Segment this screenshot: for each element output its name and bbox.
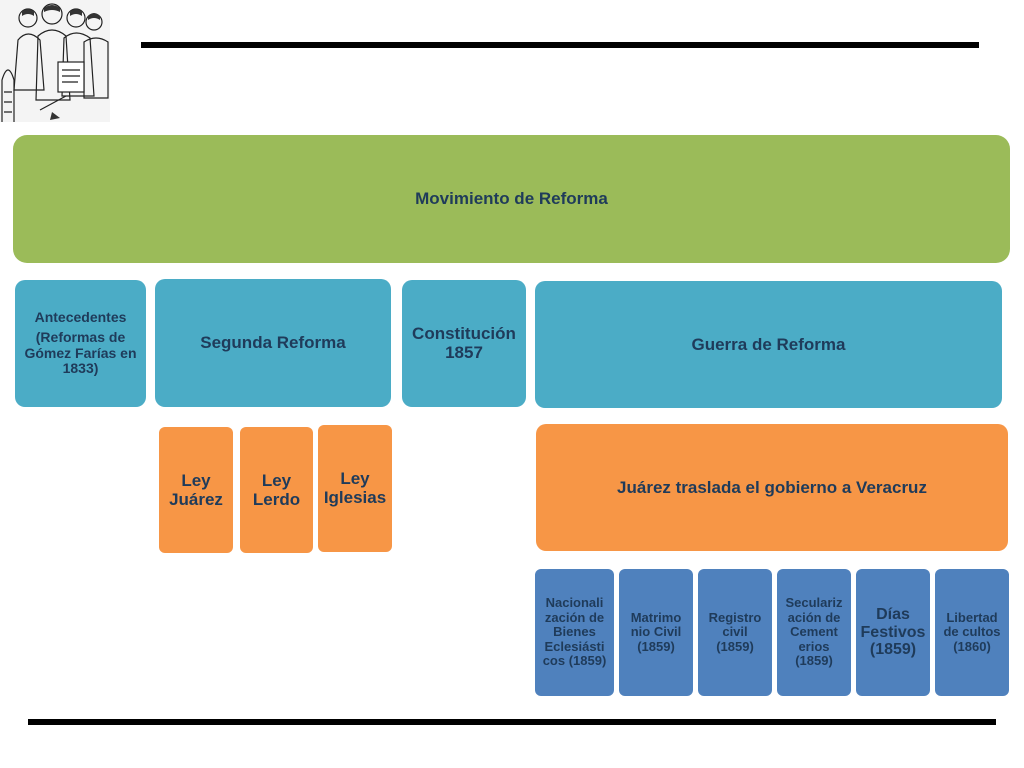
segunda-reforma-node: Segunda Reforma (155, 279, 391, 407)
ley-iglesias-label: Ley Iglesias (323, 469, 387, 508)
guerra-label: Guerra de Reforma (691, 335, 846, 354)
antecedentes-detail: (Reformas de Gómez Farías en 1833) (24, 328, 137, 377)
ley-juarez-label: Ley Juárez (169, 471, 223, 510)
root-label: Movimiento de Reforma (415, 189, 608, 209)
root-node: Movimiento de Reforma (13, 135, 1010, 263)
veracruz-label: Juárez traslada el gobierno a Veracruz (617, 477, 927, 497)
segunda-reforma-label: Segunda Reforma (200, 333, 346, 352)
ley-libertad-cultos-label: Libertad de cultos (1860) (943, 609, 1001, 654)
guerra-node: Guerra de Reforma (535, 281, 1002, 408)
top-rule (141, 42, 979, 48)
constitucion-label: Constitución 1857 (412, 324, 516, 363)
ley-lerdo-node: Ley Lerdo (240, 427, 313, 553)
antecedentes-title: Antecedentes (34, 309, 127, 326)
ley-cementerios-node: Seculariz ación de Cement erios (1859) (777, 569, 851, 696)
ley-libertad-cultos-node: Libertad de cultos (1860) (935, 569, 1009, 696)
constitucion-node: Constitución 1857 (402, 280, 526, 407)
ley-juarez-node: Ley Juárez (159, 427, 233, 553)
ley-lerdo-label: Ley Lerdo (252, 471, 301, 510)
engraving-illustration-icon (0, 0, 110, 122)
ley-registro-label: Registro civil (1859) (708, 609, 762, 654)
ley-registro-node: Registro civil (1859) (698, 569, 772, 696)
ley-nacionalizacion-label: Nacionali zación de Bienes Eclesiásti co… (542, 595, 607, 669)
antecedentes-node: Antecedentes (Reformas de Gómez Farías e… (15, 280, 146, 407)
ley-matrimonio-node: Matrimo nio Civil (1859) (619, 569, 693, 696)
bottom-rule (28, 719, 996, 725)
ley-cementerios-label: Seculariz ación de Cement erios (1859) (785, 595, 843, 669)
ley-iglesias-node: Ley Iglesias (318, 425, 392, 552)
ley-nacionalizacion-node: Nacionali zación de Bienes Eclesiásti co… (535, 569, 614, 696)
ley-dias-festivos-label: Días Festivos (1859) (860, 605, 926, 659)
ley-matrimonio-label: Matrimo nio Civil (1859) (630, 609, 682, 654)
ley-dias-festivos-node: Días Festivos (1859) (856, 569, 930, 696)
veracruz-node: Juárez traslada el gobierno a Veracruz (536, 424, 1008, 551)
